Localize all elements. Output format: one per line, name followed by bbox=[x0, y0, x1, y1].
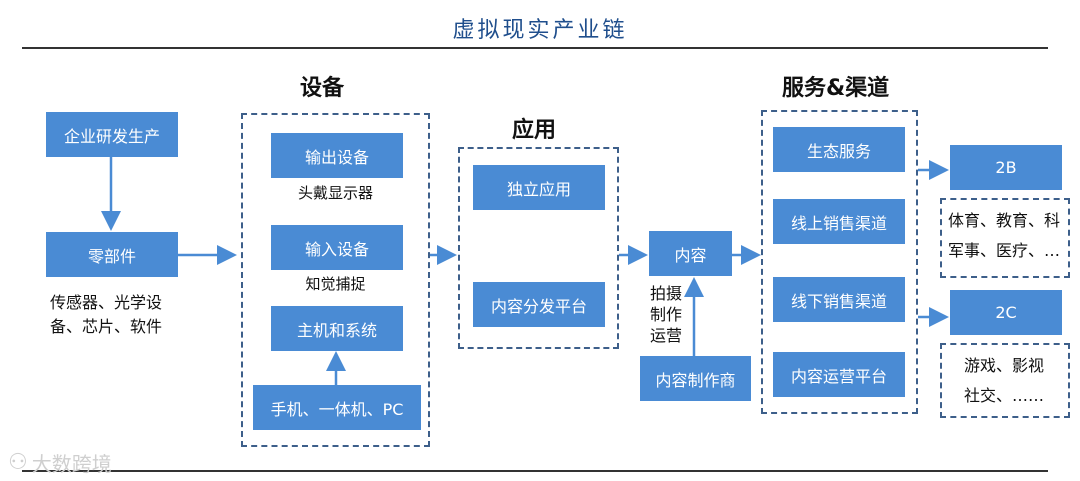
input-device-node: 输入设备 bbox=[271, 225, 403, 270]
standalone-app-node: 独立应用 bbox=[473, 165, 605, 210]
to-consumer-sector-line: 社交、…… bbox=[964, 386, 1045, 405]
host-system-node: 主机和系统 bbox=[271, 306, 403, 351]
offline-channel-node: 线下销售渠道 bbox=[773, 277, 905, 322]
section-devices: 设备 bbox=[300, 76, 345, 101]
top-rule bbox=[22, 47, 1048, 49]
content-producer-node: 内容制作商 bbox=[640, 356, 751, 401]
content-note: 拍摄 制作 运营 bbox=[650, 283, 682, 346]
diagram-title: 虚拟现实产业链 bbox=[452, 18, 628, 43]
output-device-node: 输出设备 bbox=[271, 133, 403, 178]
to-consumer-sectors: 游戏、影视 社交、…… bbox=[940, 343, 1070, 418]
to-business-node: 2B bbox=[950, 145, 1062, 190]
content-note-line: 拍摄 bbox=[650, 284, 683, 303]
to-business-sector-line: 体育、教育、科 bbox=[948, 211, 1061, 230]
watermark-text: 大数跨境 bbox=[31, 452, 112, 476]
section-apps: 应用 bbox=[512, 118, 557, 143]
components-note-line: 备、芯片、软件 bbox=[50, 317, 163, 336]
components-note: 传感器、光学设 备、芯片、软件 bbox=[50, 291, 162, 339]
watermark-logo-icon: ⚇ bbox=[8, 450, 28, 475]
bottom-rule bbox=[22, 470, 1048, 472]
to-consumer-sector-line: 游戏、影视 bbox=[964, 356, 1045, 375]
enterprise-rd-node: 企业研发生产 bbox=[46, 112, 178, 157]
to-consumer-node: 2C bbox=[950, 290, 1062, 335]
section-services: 服务&渠道 bbox=[782, 76, 890, 101]
content-note-line: 制作 bbox=[650, 305, 683, 324]
distribution-platform-node: 内容分发平台 bbox=[473, 282, 605, 327]
output-device-sub: 头戴显示器 bbox=[297, 184, 373, 202]
components-note-line: 传感器、光学设 bbox=[50, 293, 163, 312]
terminals-node: 手机、一体机、PC bbox=[253, 385, 421, 430]
to-business-sector-line: 军事、医疗、… bbox=[948, 241, 1061, 260]
to-business-sectors: 体育、教育、科 军事、医疗、… bbox=[940, 198, 1070, 278]
content-note-line: 运营 bbox=[650, 326, 683, 345]
input-device-sub: 知觉捕捉 bbox=[305, 275, 366, 293]
content-node: 内容 bbox=[649, 231, 732, 276]
apps-group bbox=[458, 147, 619, 349]
content-ops-platform-node: 内容运营平台 bbox=[773, 352, 905, 397]
watermark: ⚇ 大数跨境 bbox=[8, 448, 112, 477]
devices-group bbox=[241, 113, 430, 447]
components-node: 零部件 bbox=[46, 232, 178, 277]
online-channel-node: 线上销售渠道 bbox=[773, 199, 905, 244]
eco-service-node: 生态服务 bbox=[773, 127, 905, 172]
services-group bbox=[761, 110, 918, 414]
